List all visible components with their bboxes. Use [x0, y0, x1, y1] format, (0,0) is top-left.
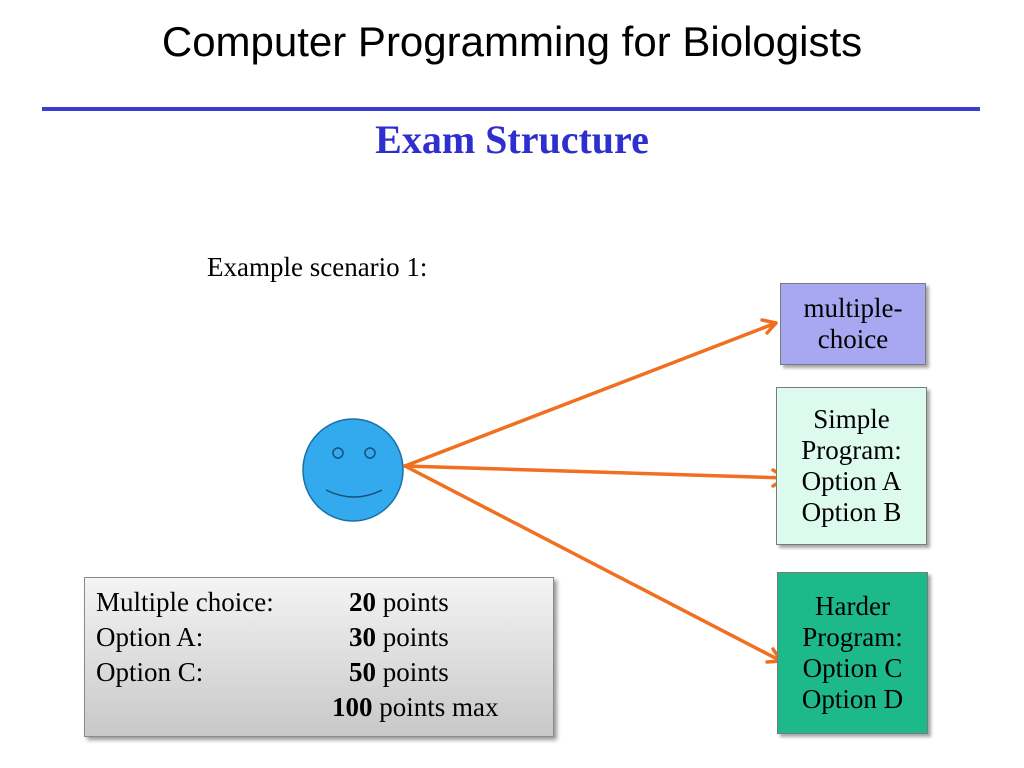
harder-program-line2: Program: [802, 622, 903, 652]
points-row-value: 30 [349, 622, 376, 652]
smiley-face-icon [302, 418, 404, 522]
slide-title: Computer Programming for Biologists [161, 18, 863, 65]
points-total-row: 100 points max [96, 690, 553, 725]
points-row: Option A: 30 points [96, 620, 553, 655]
points-total-unit: points max [372, 692, 499, 722]
harder-program-box: Harder Program: Option C Option D [777, 572, 928, 734]
points-row-unit: points [376, 587, 449, 617]
simple-program-line2: Program: [801, 435, 902, 465]
points-row-value: 50 [349, 657, 376, 687]
points-row-unit: points [376, 657, 449, 687]
arrow-to-multiple-choice [403, 318, 778, 468]
points-row-value: 20 [349, 587, 376, 617]
points-row: Multiple choice: 20 points [96, 585, 553, 620]
points-row-label: Multiple choice: [96, 587, 274, 617]
points-row-label: Option C: [96, 657, 204, 687]
multiple-choice-line1: multiple- [803, 293, 903, 323]
title-divider [42, 107, 980, 111]
points-row-label: Option A: [96, 622, 204, 652]
points-row: Option C: 50 points [96, 655, 553, 690]
multiple-choice-line2: choice [817, 324, 889, 354]
scenario-label: Example scenario 1: [207, 252, 428, 282]
harder-program-line3: Option C [802, 653, 903, 683]
arrow-to-simple-program [403, 464, 788, 488]
harder-program-line4: Option D [801, 684, 904, 714]
points-summary-box: Multiple choice: 20 points Option A: 30 … [84, 577, 554, 737]
simple-program-line4: Option B [801, 497, 902, 527]
points-total-value: 100 [332, 692, 373, 722]
points-row-unit: points [376, 622, 449, 652]
simple-program-line1: Simple [813, 404, 890, 434]
multiple-choice-box: multiple- choice [780, 283, 926, 365]
simple-program-box: Simple Program: Option A Option B [776, 387, 927, 545]
simple-program-line3: Option A [801, 466, 902, 496]
slide-subtitle: Exam Structure [375, 117, 649, 162]
harder-program-line1: Harder [815, 591, 890, 621]
